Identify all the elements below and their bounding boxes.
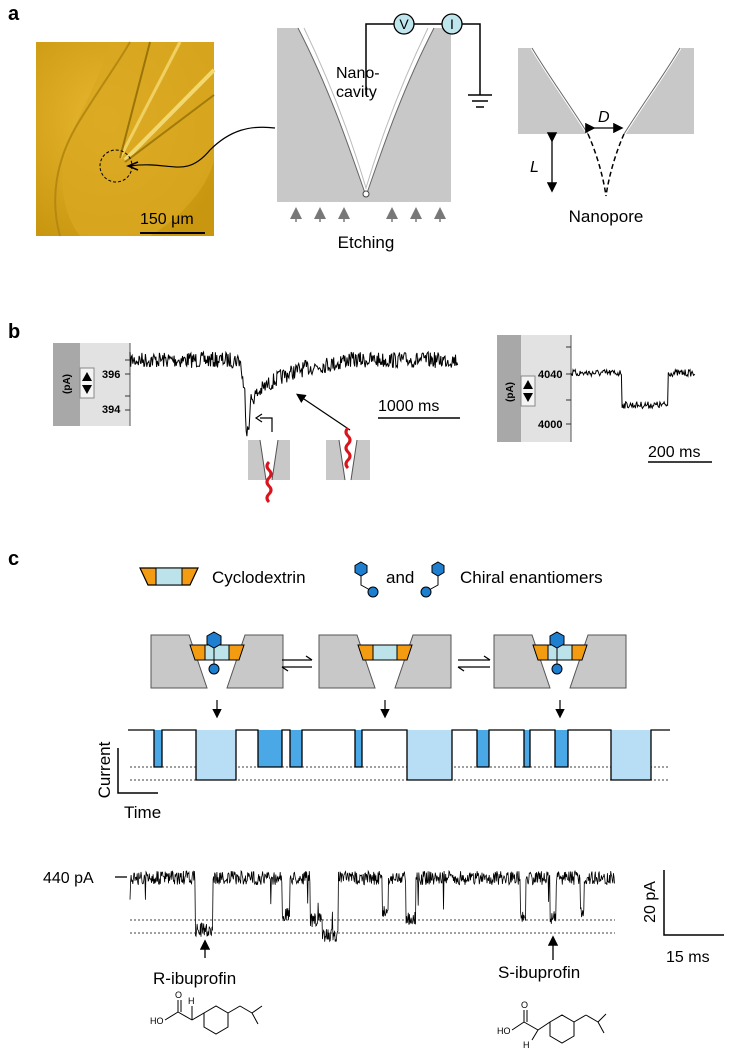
cyclodextrin-legend-icon [139, 567, 199, 586]
equilibrium-arrows [212, 655, 565, 719]
ammeter-label: I [450, 16, 454, 32]
trace-b-right-axis [497, 335, 572, 442]
blockade [477, 730, 489, 767]
pore-state-3 [493, 631, 627, 689]
schematic-x-label: Time [124, 803, 161, 822]
r-struct-o: O [175, 990, 182, 1000]
etching-label: Etching [338, 233, 395, 252]
legend-and: and [386, 568, 414, 587]
trace-b-left-unit: (pA) [62, 374, 73, 394]
pore-state-1 [150, 631, 284, 689]
trace-b-right [570, 368, 696, 410]
spin-up-icon-right[interactable] [523, 380, 533, 389]
schematic-current-trace [128, 729, 670, 781]
trace-c-scalebar [663, 870, 724, 936]
enantiomer-icon [206, 631, 222, 649]
pore-wall-right [394, 634, 452, 689]
trace-b-right-unit: (pA) [505, 382, 516, 402]
micrograph [36, 41, 216, 237]
spin-down-icon-right[interactable] [523, 393, 533, 402]
panel-b-label: b [8, 321, 20, 343]
trace-b-right-tick-high: 4040 [538, 369, 562, 381]
spin-up-icon[interactable] [82, 372, 92, 381]
etching-arrows [290, 207, 446, 222]
voltmeter-label: V [399, 16, 409, 32]
pore-states [150, 631, 627, 689]
cyclodextrin-core [204, 644, 230, 661]
nanocavity-label-1: Nano- [336, 65, 380, 82]
trace-b-left [129, 350, 459, 437]
enantiomer-ball [208, 663, 220, 675]
blockade [196, 730, 236, 780]
trace-c-level-label: 440 pA [43, 870, 94, 887]
blockade [290, 730, 302, 767]
pore-wall-left [318, 634, 376, 689]
trace-b-left-scale-label: 1000 ms [378, 398, 439, 415]
s-ibuprofin-label: S-ibuprofin [498, 963, 580, 982]
spin-down-icon[interactable] [82, 385, 92, 394]
nanocavity-label-2: cavity [336, 84, 377, 101]
pore-state-2 [318, 634, 452, 689]
nanocavity-diagram [277, 27, 451, 202]
blockade [555, 730, 568, 767]
blockade [407, 730, 452, 780]
s-struct-h: H [523, 1040, 530, 1050]
blockade [524, 730, 530, 767]
scale-bar-label: 150 μm [140, 211, 194, 228]
trace-b-left-tick-high: 396 [102, 369, 120, 381]
trace-b-left-axis [53, 343, 131, 426]
pore-wall-right [226, 634, 284, 689]
schematic-axes [117, 748, 158, 794]
cyclodextrin-core [547, 644, 573, 661]
r-ibuprofen-structure [164, 1000, 263, 1035]
enantiomer-icon [549, 631, 565, 649]
trace-c-scale-x: 15 ms [666, 949, 710, 966]
pore-wall-right [569, 634, 627, 689]
trace-b-left-tick-low: 394 [102, 404, 121, 416]
cyclodextrin-core [372, 644, 398, 661]
s-struct-o: O [521, 1000, 528, 1010]
trace-c-scale-y: 20 pA [642, 881, 659, 923]
enantiomer-legend-icon-1 [354, 561, 379, 598]
voltmeter-icon [393, 13, 415, 35]
pore-wall-left [150, 634, 208, 689]
d-label: D [598, 109, 610, 126]
translocation-illustration [248, 393, 370, 504]
trace-c [129, 869, 615, 943]
r-ibuprofin-label: R-ibuprofin [153, 969, 236, 988]
blockade [154, 730, 162, 767]
schematic-y-label: Current [95, 741, 114, 798]
legend-cyclodextrin: Cyclodextrin [212, 568, 306, 587]
blockade [258, 730, 282, 767]
nanopore-label: Nanopore [569, 207, 644, 226]
s-ibuprofen-structure [511, 1010, 607, 1044]
panel-c-label: c [8, 548, 19, 570]
trace-b-right-tick-low: 4000 [538, 419, 562, 431]
enantiomer-legend-icon-2 [420, 561, 445, 598]
trace-b-right-scale-label: 200 ms [648, 444, 700, 461]
l-label: L [530, 159, 539, 176]
r-struct-ho: HO [150, 1016, 164, 1026]
legend-enantiomers: Chiral enantiomers [460, 568, 603, 587]
pore-wall-left [493, 634, 551, 689]
zoom-connector [129, 126, 276, 168]
nanopore-diagram [518, 47, 694, 197]
blockade [611, 730, 651, 780]
schematic-line [128, 729, 670, 781]
panel-a-label: a [8, 3, 20, 25]
ammeter-icon [441, 13, 463, 35]
r-struct-h: H [188, 996, 195, 1006]
blockade [355, 730, 362, 767]
s-struct-ho: HO [497, 1026, 511, 1036]
enantiomer-ball [551, 663, 563, 675]
circuit [365, 23, 492, 108]
